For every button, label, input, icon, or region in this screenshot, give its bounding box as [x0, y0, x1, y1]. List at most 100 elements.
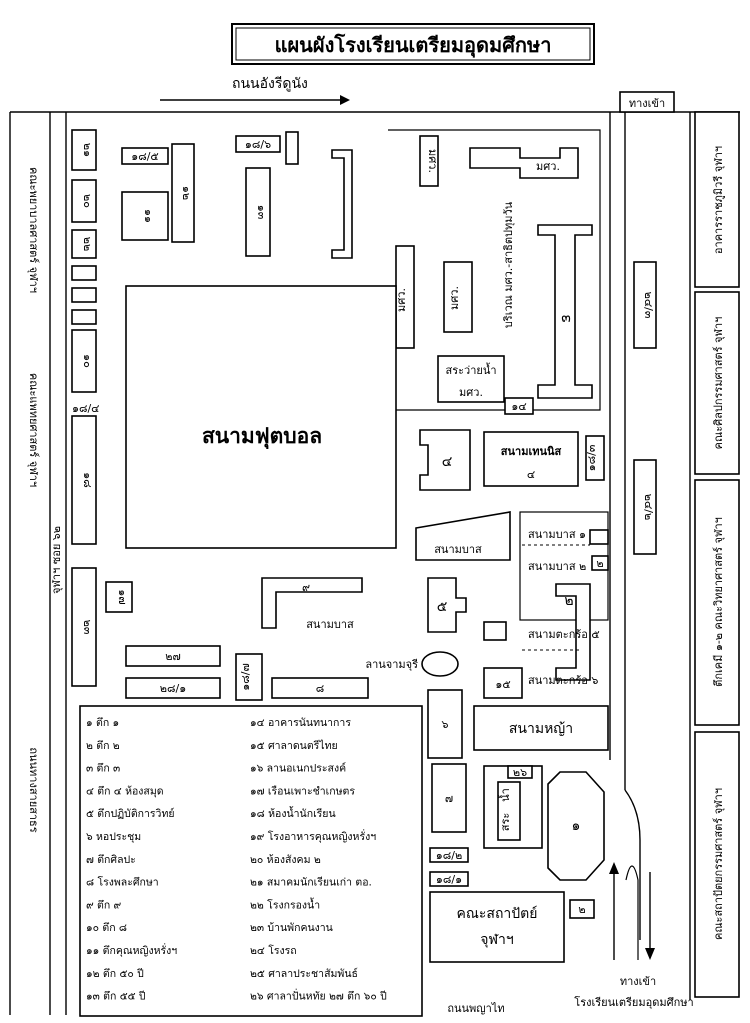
building-26 — [507, 765, 533, 779]
neighbor-box-2 — [694, 291, 740, 475]
building-11-label: ๑๑ — [142, 209, 155, 223]
legend-item: ๔ ตึก ๔ ห้องสมุด — [86, 785, 164, 797]
building-21 — [71, 129, 97, 171]
neighbor-label-4: คณะสถาปัตยกรรมศาสตร์ จุฬาฯ — [712, 788, 725, 940]
building-1 — [547, 771, 605, 881]
entrance-bottom-label-2: โรงเรียนเตรียมอุดมศึกษา — [574, 995, 693, 1009]
road-bottom-label: ถนนพญาไท — [447, 1002, 504, 1015]
basketball-small-2: สนามบาส ๒ — [528, 560, 586, 573]
legend-item: ๑๒ ตึก ๕๐ ปี — [86, 967, 144, 980]
building-small-c — [71, 309, 97, 325]
legend-item: ๑๔ อาคารนันทนาการ — [250, 717, 351, 729]
building-18-6 — [235, 135, 281, 153]
mwn-building-4 — [443, 261, 473, 333]
legend-item: ๑๖ ลานอเนกประสงค์ — [250, 762, 346, 775]
road-arrow-head — [340, 95, 350, 105]
mwn-label-2: มศว. — [536, 160, 560, 173]
basketball-small-1: สนามบาส ๑ — [528, 528, 586, 541]
entrance-bottom-label-1: ทางเข้า — [620, 975, 656, 988]
mwn-label-1: มศว. — [426, 149, 439, 173]
building-2b-label: ๒ — [596, 557, 603, 570]
building-small-f-label: ๒ — [578, 903, 585, 916]
building-18-7 — [235, 653, 263, 701]
building-7 — [431, 763, 467, 833]
building-4 — [419, 429, 471, 491]
legend-item: ๗ ตึกศิลปะ — [86, 854, 136, 866]
building-22-label: ๒๒ — [81, 237, 94, 252]
building-15 — [483, 667, 523, 699]
building-11 — [121, 191, 169, 241]
building-18 — [71, 415, 97, 545]
building-18-5-label: ๑๘/๕ — [131, 150, 159, 163]
legend-item: ๒๓ บ้านพักคนงาน — [250, 922, 333, 934]
building-6 — [427, 689, 463, 759]
legend-item: ๒๐ ห้องสังคม ๒ — [250, 854, 321, 866]
building-23-label: ๒๓ — [81, 620, 94, 635]
legend-item: ๒ ตึก ๒ — [86, 740, 120, 752]
road-top-label: ถนนอังรีดูนัง — [232, 76, 308, 92]
pool — [437, 355, 505, 403]
grass-label: สนามหญ้า — [509, 721, 573, 737]
building-2 — [555, 583, 591, 681]
building-26-label: ๒๖ — [513, 766, 527, 779]
pond — [497, 781, 521, 841]
legend-item: ๑ ตึก ๑ — [86, 717, 119, 729]
left-road-label-2: คณะแพทยศาสตร์ จุฬาฯ — [27, 373, 40, 487]
building-18-1 — [429, 871, 469, 887]
building-bracket — [331, 149, 353, 259]
building-4-label: ๔ — [442, 454, 453, 470]
pool-label: สระว่ายน้ำ — [445, 362, 496, 377]
building-20 — [71, 179, 97, 223]
entrance-top-box — [619, 91, 675, 113]
building-small-e — [483, 621, 507, 641]
basketball-1-label: สนามบาส — [434, 543, 482, 556]
building-21-label: ๒๑ — [81, 143, 94, 157]
legend-item: ๑๐ ตึก ๘ — [86, 922, 127, 934]
building-23 — [71, 567, 97, 687]
football-field — [125, 285, 397, 549]
building-small-d — [285, 131, 299, 165]
building-14-label: ๑๔ — [511, 400, 526, 413]
building-18-3-label: ๑๘/๓ — [585, 445, 598, 472]
legend-item: ๑๗ เรือนเพาะชำเกษตร — [250, 784, 355, 797]
arch-faculty-label-1: คณะสถาปัตย์ — [457, 905, 538, 922]
title-frame-inner — [235, 27, 591, 61]
building-18-2 — [429, 847, 469, 863]
building-8-label: ๘ — [316, 682, 325, 695]
entrance-curve — [625, 865, 639, 960]
tennis-num: ๔ — [527, 468, 535, 481]
mwn-area-label: บริเวณ มศว.-สาธิตปทุมวัน — [502, 201, 515, 328]
map-title: แผนผังโรงเรียนเตรียมอุดมศึกษา — [275, 33, 552, 58]
title-frame-outer — [231, 23, 595, 65]
neighbor-box-1 — [694, 111, 740, 288]
plaza-ellipse — [421, 651, 459, 677]
plaza-label: ลานจามจุรี — [365, 658, 418, 671]
building-18-3 — [585, 435, 605, 481]
right-road-curve — [624, 789, 641, 940]
neighbor-label-3: ตึกเคมี ๑-๒ คณะวิทยาศาสตร์ จุฬาฯ — [712, 517, 725, 687]
legend-item: ๒๖ ศาลาปั่นหทัย ๒๗ ตึก ๖๐ ปี — [250, 989, 387, 1003]
neighbor-label-2: คณะศิลปกรรมศาสตร์ จุฬาฯ — [712, 317, 725, 450]
building-12-label: ๑๒ — [180, 186, 193, 200]
tennis-court — [483, 431, 579, 487]
building-2b — [591, 555, 609, 571]
building-5-label: ๕ — [437, 599, 448, 615]
football-label: สนามฟุตบอล — [202, 424, 322, 450]
building-24-3-label: ๒๔/๓ — [642, 292, 655, 319]
entrance-arrow-out-head — [645, 948, 655, 960]
building-22 — [71, 229, 97, 259]
building-15-label: ๑๕ — [495, 678, 510, 691]
building-18-2-label: ๑๘/๒ — [436, 849, 462, 862]
building-small-b — [71, 287, 97, 303]
legend-item: ๘ โรงพละศึกษา — [86, 876, 159, 889]
building-24-2-label: ๒๔/๒ — [642, 494, 655, 521]
building-10-label: ๑๐ — [81, 354, 94, 368]
building-6-label: ๖ — [442, 718, 449, 731]
mwn-label-4: มศว. — [448, 286, 461, 310]
building-5 — [427, 577, 467, 633]
building-3 — [537, 224, 593, 399]
entrance-arrow-in-head — [609, 862, 619, 874]
building-1-label: ๑ — [572, 818, 581, 834]
arch-faculty-label-2: จุฬาฯ — [480, 932, 514, 948]
